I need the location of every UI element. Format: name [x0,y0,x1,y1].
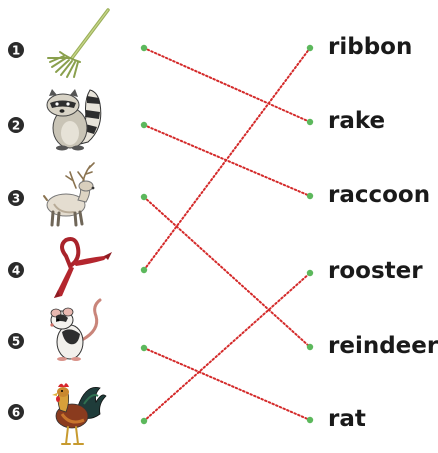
number-badge-6: 6 [8,404,24,420]
word-reindeer: reindeer [328,333,438,359]
right-dot-5 [306,343,314,351]
number-badge-2: 2 [8,117,24,133]
left-dot-4 [140,266,148,274]
left-dot-2 [140,121,148,129]
right-dot-3 [306,192,314,200]
number-label-2: 2 [12,119,20,133]
number-label-5: 5 [12,335,20,349]
rat-icon [50,298,102,361]
word-rake: rake [328,108,386,134]
word-rooster: rooster [328,258,423,284]
right-dots [306,44,314,424]
ribbon-icon [54,237,112,298]
left-dot-5 [140,344,148,352]
match-line-4 [143,47,311,271]
connection-lines [143,47,311,422]
match-line-1 [143,47,311,123]
number-badge-5: 5 [8,333,24,349]
number-label-4: 4 [12,264,20,278]
rooster-icon [52,383,107,445]
right-dot-4 [306,269,314,277]
number-label-6: 6 [12,406,20,420]
left-dot-3 [140,193,148,201]
right-dot-6 [306,416,314,424]
number-label-3: 3 [12,192,20,206]
right-dot-2 [306,118,314,126]
number-badge-3: 3 [8,190,24,206]
number-label-1: 1 [12,44,20,58]
right-dot-1 [306,44,314,52]
word-ribbon: ribbon [328,34,413,60]
word-raccoon: raccoon [328,182,431,208]
reindeer-icon [43,162,95,227]
word-rat: rat [328,406,366,432]
left-dots [140,44,148,425]
match-line-6 [143,272,311,422]
left-dot-6 [140,417,148,425]
match-line-5 [143,347,311,421]
number-badge-1: 1 [8,42,24,58]
raccoon-icon [46,89,102,151]
left-dot-1 [140,44,148,52]
rake-icon [47,8,110,78]
number-badge-4: 4 [8,262,24,278]
match-line-3 [143,196,311,348]
